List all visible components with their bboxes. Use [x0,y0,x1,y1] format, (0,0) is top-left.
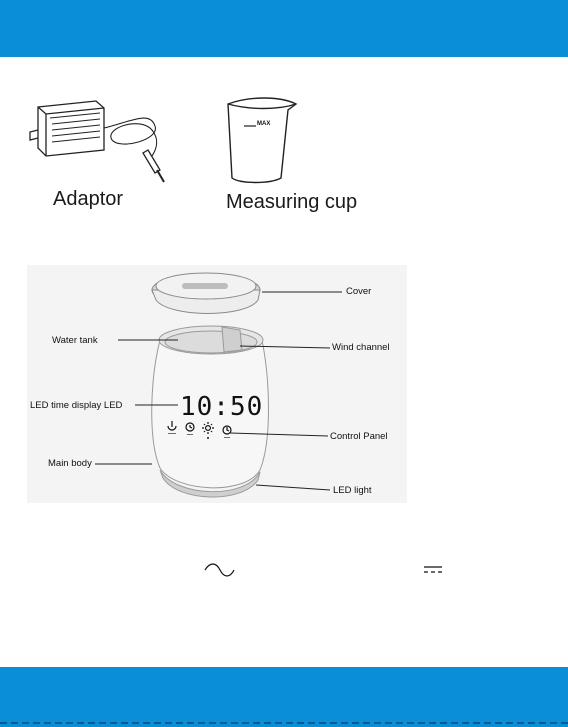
ac-symbol [205,564,234,576]
adaptor-caption: Adaptor [53,188,123,211]
label-led-light: LED light [333,485,372,496]
label-led-time-display: LED time display LED [30,400,122,411]
label-main-body: Main body [48,458,92,469]
cup-max-mark: MAX [257,121,270,127]
measuring-cup-icon [228,98,296,183]
label-cover: Cover [346,286,371,297]
label-control-panel: Control Panel [330,431,388,442]
header-band [0,0,568,57]
label-water-tank: Water tank [52,335,98,346]
footer-band [0,667,568,727]
label-wind-channel: Wind channel [332,342,390,353]
led-time-display: 10:50 [180,392,263,422]
adaptor-icon [30,101,164,182]
measuring-cup-caption: Measuring cup [226,191,357,214]
dc-symbol [424,567,442,572]
